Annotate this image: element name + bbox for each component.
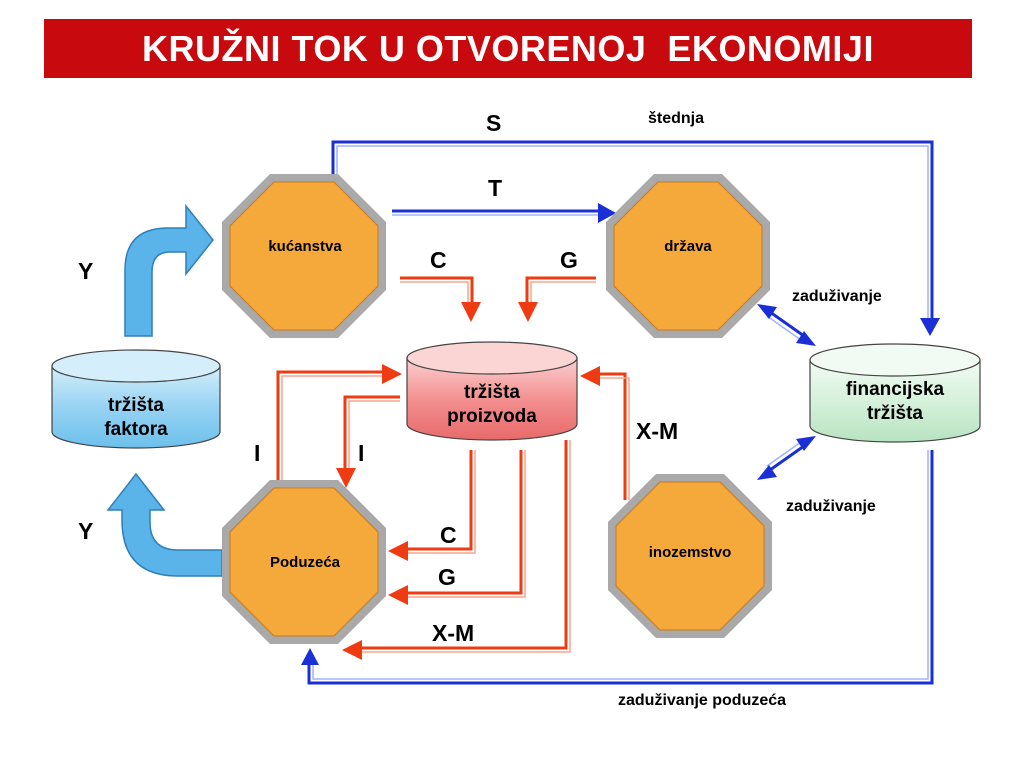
foreign-borrowing-double-arrow — [757, 436, 816, 480]
flow-label-Y-bottom: Y — [78, 518, 94, 544]
foreign-label: inozemstvo — [624, 544, 756, 563]
savings-flow-arrow — [331, 140, 940, 336]
government-label-text: država — [664, 238, 712, 255]
factor-market-line-2: faktora — [104, 418, 168, 440]
page-title: KRUŽNI TOK U OTVORENOJ EKONOMIJI — [142, 27, 874, 69]
foreign-octagon — [608, 474, 772, 638]
income-up-curved-arrow — [124, 203, 214, 337]
product-market-line-2: proizvoda — [447, 405, 537, 427]
firms-octagon — [222, 480, 386, 644]
flow-label-borrowing-foreign: zaduživanje — [786, 498, 876, 515]
taxes-flow-arrow — [392, 203, 616, 223]
households-label-text: kućanstva — [268, 238, 342, 255]
consumption-top-flow-arrow — [400, 276, 481, 322]
product-market-line-1: tržišta — [464, 382, 520, 403]
flow-label-X-M-right: X-M — [636, 418, 679, 444]
net-exports-up-flow-arrow — [580, 366, 630, 500]
flow-label-savings: štednja — [648, 110, 705, 127]
product-market-label: tržišta proizvoda — [407, 381, 577, 429]
flow-label-S: S — [486, 110, 502, 136]
product-market-cylinder — [406, 341, 578, 441]
government-label: država — [622, 238, 754, 257]
flow-label-borrowing-firms: zaduživanje poduzeća — [618, 692, 787, 709]
factor-market-line-1: tržišta — [108, 395, 164, 416]
financial-market-label: financijska tržišta — [810, 378, 980, 426]
government-spending-top-flow-arrow — [518, 276, 596, 322]
title-bar: KRUŽNI TOK U OTVORENOJ EKONOMIJI — [44, 19, 972, 78]
flow-label-Y-top: Y — [78, 258, 94, 284]
financial-market-line-2: tržišta — [867, 402, 923, 424]
factor-market-cylinder — [51, 349, 221, 449]
flow-label-I-right: I — [358, 440, 365, 466]
investment-up-flow-arrow — [276, 364, 402, 488]
firm-borrowing-flow-arrow — [301, 450, 934, 685]
consumption-bottom-flow-arrow — [388, 450, 476, 561]
flow-label-X-M-bottom: X-M — [432, 620, 475, 646]
firms-label: Poduzeća — [240, 554, 370, 573]
flow-label-borrowing-government: zaduživanje — [792, 288, 882, 305]
government-octagon — [606, 174, 770, 338]
flow-label-T: T — [488, 175, 503, 201]
government-spending-bottom-flow-arrow — [388, 450, 526, 605]
investment-down-flow-arrow — [336, 395, 400, 488]
factor-market-label: tržišta faktora — [52, 394, 220, 442]
firms-label-text: Poduzeća — [269, 554, 341, 571]
foreign-label-text: inozemstvo — [648, 544, 732, 561]
flow-label-G-bottom: G — [438, 564, 456, 590]
households-label: kućanstva — [240, 238, 370, 257]
flow-label-C-bottom: C — [440, 522, 457, 548]
financial-market-cylinder — [809, 343, 981, 443]
flow-label-G-top: G — [560, 247, 578, 273]
financial-market-line-1: financijska — [845, 379, 945, 400]
government-borrowing-double-arrow — [757, 304, 816, 346]
net-exports-bottom-flow-arrow — [342, 440, 571, 660]
flow-label-I-left: I — [254, 440, 261, 466]
households-octagon — [222, 174, 386, 338]
income-down-curved-arrow — [106, 472, 223, 577]
flow-label-C-top: C — [430, 247, 447, 273]
